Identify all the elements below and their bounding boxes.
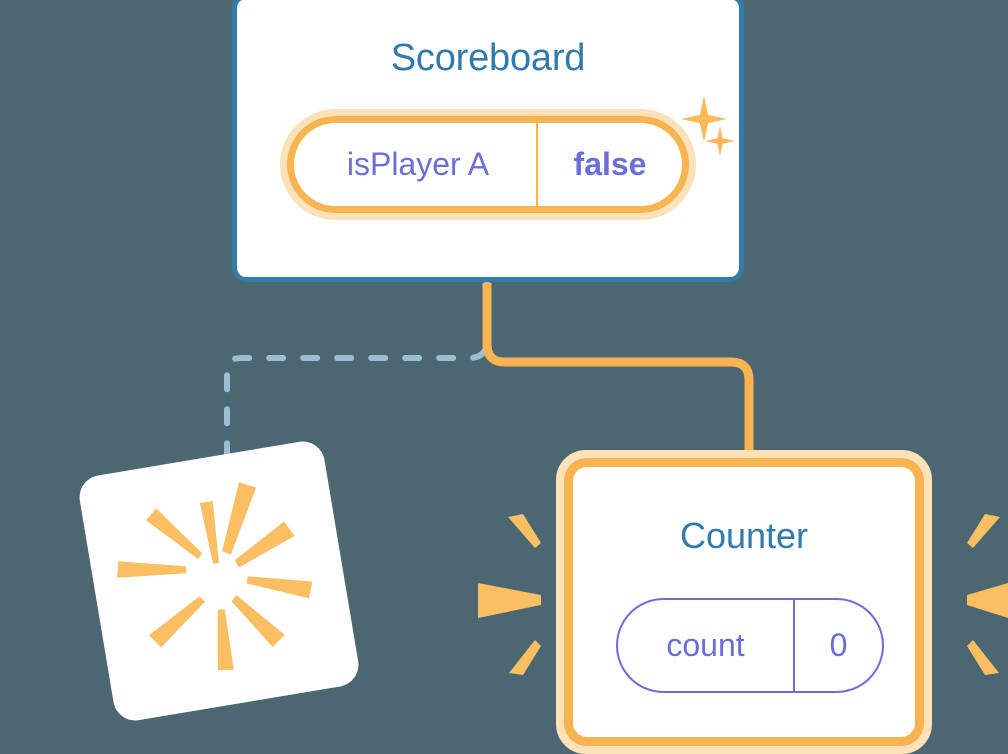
burst-ray-group — [117, 482, 313, 671]
state-pill-scoreboard[interactable]: isPlayer A false — [280, 109, 696, 220]
counter-ray-left-top — [508, 514, 541, 548]
state-value-isplayer-a: false — [536, 123, 682, 206]
state-pill-scoreboard-inner: isPlayer A false — [287, 116, 689, 213]
state-key-count: count — [666, 627, 745, 663]
counter-ray-right-bottom — [967, 640, 999, 675]
state-key-isplayer-a: isPlayer A — [346, 146, 490, 182]
counter-ray-left-mid — [478, 583, 541, 618]
burst-ray-1 — [199, 500, 219, 564]
counter-ray-right-mid — [967, 583, 1008, 618]
counter-ray-left-bottom — [509, 640, 541, 675]
state-value-count: 0 — [793, 600, 882, 691]
burst-ray-8 — [117, 561, 187, 578]
rerender-burst-card[interactable] — [76, 438, 362, 724]
burst-ray-2 — [222, 482, 257, 555]
state-pill-counter[interactable]: count 0 — [616, 598, 884, 693]
burst-ray-6 — [217, 609, 234, 671]
component-box-counter-inner: Counter count 0 — [564, 458, 924, 746]
counter-title: Counter — [679, 515, 809, 556]
burst-ray-5 — [231, 595, 285, 648]
connector-scoreboard-to-counter-orange — [482, 283, 754, 466]
burst-ray-3 — [234, 521, 295, 568]
burst-ray-9 — [145, 508, 203, 560]
component-box-scoreboard[interactable]: Scoreboard isPlayer A false — [232, 0, 744, 282]
counter-ray-right-top — [967, 514, 1000, 548]
component-box-counter[interactable]: Counter count 0 — [556, 450, 932, 754]
burst-ray-4 — [246, 576, 313, 599]
burst-ray-7 — [149, 596, 206, 648]
scoreboard-title: Scoreboard — [390, 37, 586, 79]
